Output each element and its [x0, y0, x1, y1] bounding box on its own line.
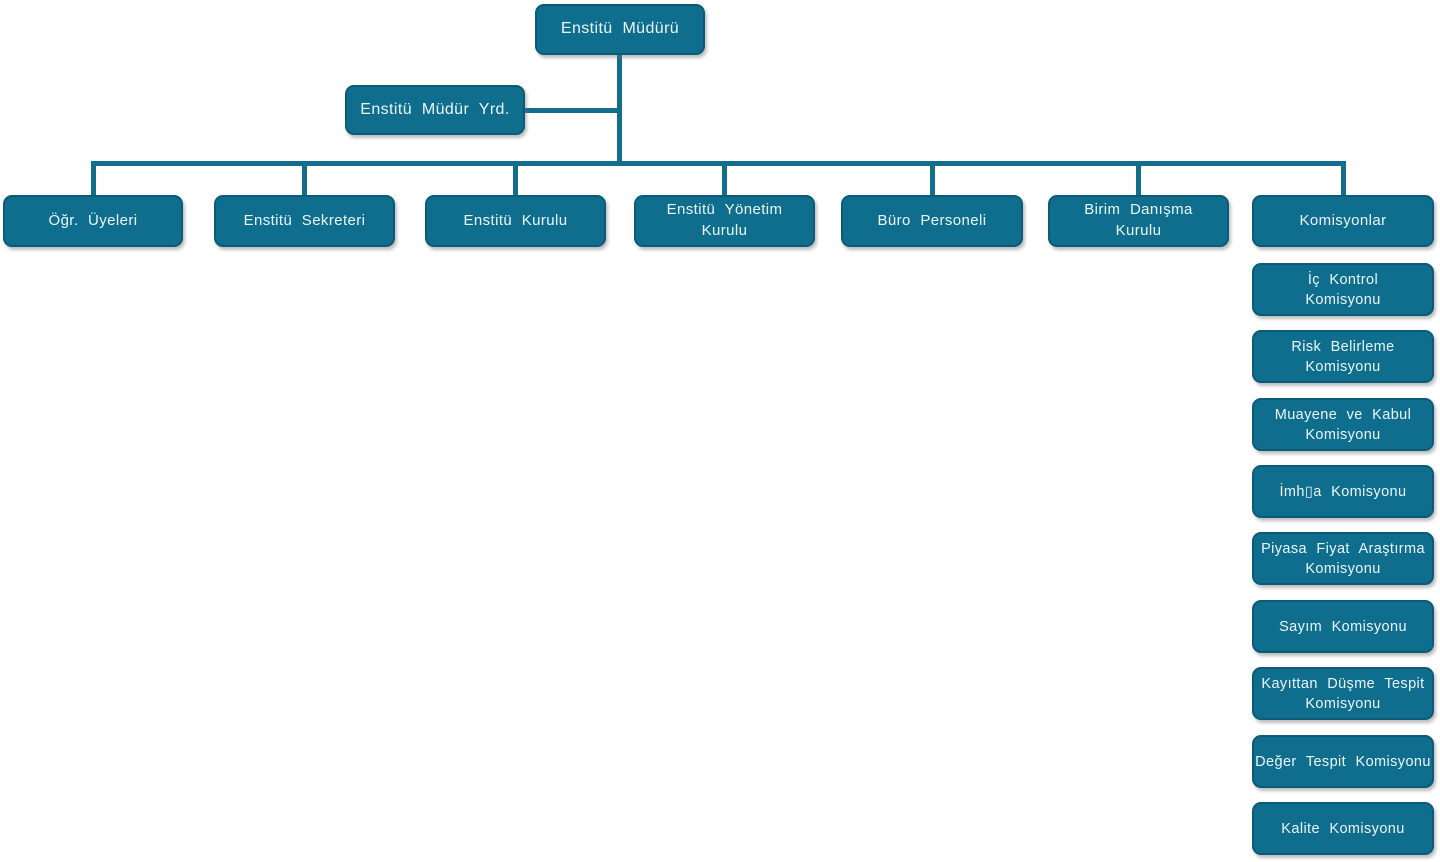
connector-drop-ogr-uyeleri [91, 161, 96, 197]
connector-drop-enstitu-yonetim-kurulu [722, 161, 727, 197]
org-box-label: Enstitü Yönetim Kurulu [666, 201, 783, 239]
org-box-label: Sayım Komisyonu [1279, 618, 1407, 635]
org-box-label: Risk Belirleme Komisyonu [1291, 338, 1395, 375]
connector-main-horizontal [91, 161, 1346, 166]
org-box-piyasa-fiyat-arastirma-komisyonu: Piyasa Fiyat Araştırma Komisyonu [1252, 532, 1434, 585]
org-box-enstitu-kurulu: Enstitü Kurulu [425, 195, 606, 247]
connector-drop-buro-personeli [930, 161, 935, 197]
org-box-muayene-ve-kabul-komisyonu: Muayene ve Kabul Komisyonu [1252, 398, 1434, 451]
org-box-label: Kalite Komisyonu [1281, 820, 1405, 837]
connector-drop-enstitu-kurulu [513, 161, 518, 197]
org-box-label: Enstitü Müdür Yrd. [360, 100, 510, 118]
connector-drop-komisyonlar [1341, 161, 1346, 197]
org-box-kalite-komisyonu: Kalite Komisyonu [1252, 802, 1434, 855]
org-box-label: Piyasa Fiyat Araştırma Komisyonu [1261, 540, 1425, 577]
org-box-label: Muayene ve Kabul Komisyonu [1274, 406, 1412, 443]
org-box-label: Enstitü Kurulu [463, 211, 568, 229]
org-box-birim-danisma-kurulu: Birim Danışma Kurulu [1048, 195, 1229, 247]
org-box-label: Öğr. Üyeleri [48, 211, 138, 229]
org-box-label: Büro Personeli [877, 211, 987, 229]
org-box-enstitu-mudur-yrd: Enstitü Müdür Yrd. [345, 85, 525, 135]
org-box-label: İç Kontrol Komisyonu [1305, 271, 1381, 308]
connector-deputy-horizontal [525, 108, 617, 113]
connector-drop-enstitu-sekreteri [302, 161, 307, 197]
org-box-deger-tespit-komisyonu: Değer Tespit Komisyonu [1252, 735, 1434, 788]
org-box-enstitu-muduru: Enstitü Müdürü [535, 4, 705, 55]
org-box-ic-kontrol-komisyonu: İç Kontrol Komisyonu [1252, 263, 1434, 316]
org-box-label: Enstitü Müdürü [560, 20, 680, 38]
org-box-label: Enstitü Sekreteri [243, 211, 366, 229]
org-box-ogr-uyeleri: Öğr. Üyeleri [3, 195, 183, 247]
org-box-label: Birim Danışma Kurulu [1084, 201, 1193, 239]
org-box-label: Kayıttan Düşme Tespit Komisyonu [1261, 675, 1425, 712]
org-box-komisyonlar: Komisyonlar [1252, 195, 1434, 247]
org-box-kayittan-dusme-tespit-komisyonu: Kayıttan Düşme Tespit Komisyonu [1252, 667, 1434, 720]
org-box-imha-komisyonu: İmh▯a Komisyonu [1252, 465, 1434, 518]
org-box-sayim-komisyonu: Sayım Komisyonu [1252, 600, 1434, 653]
org-box-label: İmh▯a Komisyonu [1279, 483, 1407, 500]
connector-root-vertical [617, 55, 622, 163]
org-box-enstitu-yonetim-kurulu: Enstitü Yönetim Kurulu [634, 195, 815, 247]
org-box-label: Değer Tespit Komisyonu [1255, 753, 1431, 770]
org-box-buro-personeli: Büro Personeli [841, 195, 1023, 247]
org-box-enstitu-sekreteri: Enstitü Sekreteri [214, 195, 395, 247]
org-box-risk-belirleme-komisyonu: Risk Belirleme Komisyonu [1252, 330, 1434, 383]
connector-drop-birim-danisma-kurulu [1136, 161, 1141, 197]
org-box-label: Komisyonlar [1299, 211, 1387, 229]
